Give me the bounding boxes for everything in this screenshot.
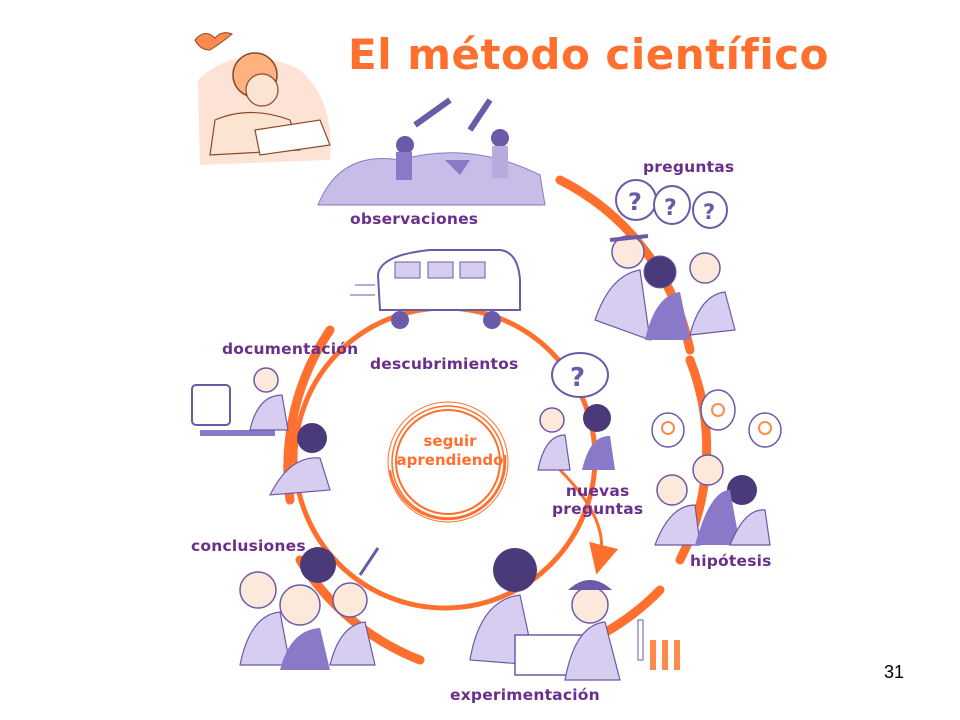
conclusion-children-illustration <box>239 547 380 670</box>
stage-label-preguntas: preguntas <box>643 158 735 176</box>
reading-student-illustration <box>198 52 331 166</box>
svg-text:?: ? <box>628 188 642 216</box>
stage-label-nuevas-preguntas: nuevas preguntas <box>552 482 643 518</box>
center-label: seguir aprendiendo <box>390 432 510 470</box>
computer-documenter-illustration <box>191 367 331 496</box>
stage-label-observaciones: observaciones <box>350 210 479 228</box>
svg-text:?: ? <box>703 200 715 224</box>
inner-loop-arrow <box>558 468 619 575</box>
stage-label-descubrimientos: descubrimientos <box>370 355 519 373</box>
center-label-line-2: aprendiendo <box>396 451 504 469</box>
svg-text:?: ? <box>570 363 585 393</box>
bird-icon <box>194 32 233 51</box>
wondering-children-illustration: ? <box>537 352 615 471</box>
center-label-line-1: seguir <box>423 432 477 450</box>
van-illustration <box>350 249 521 329</box>
stage-label-experimentacion: experimentación <box>450 686 600 704</box>
stage-label-documentacion: documentación <box>222 340 359 358</box>
experiment-children-illustration <box>469 548 680 681</box>
hypothesis-children-illustration <box>651 389 782 546</box>
stage-label-hipotesis: hipótesis <box>690 552 772 570</box>
svg-text:?: ? <box>664 196 677 221</box>
nuevas-preguntas-line-1: nuevas <box>565 482 630 500</box>
telescope-children-illustration <box>317 97 546 206</box>
questioning-people-illustration: ? ? ? <box>594 179 736 341</box>
center-spiral <box>387 401 509 523</box>
stage-label-conclusiones: conclusiones <box>191 537 306 555</box>
nuevas-preguntas-line-2: preguntas <box>552 500 644 518</box>
page-title: El método científico <box>348 30 830 79</box>
page-number: 31 <box>884 662 905 682</box>
